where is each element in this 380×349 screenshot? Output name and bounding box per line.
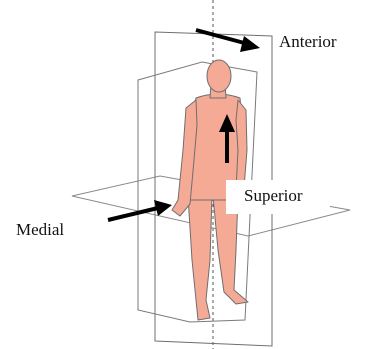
anterior-arrow (196, 30, 260, 52)
label-medial: Medial (16, 221, 64, 238)
label-superior: Superior (244, 187, 303, 204)
label-anterior: Anterior (279, 33, 337, 50)
